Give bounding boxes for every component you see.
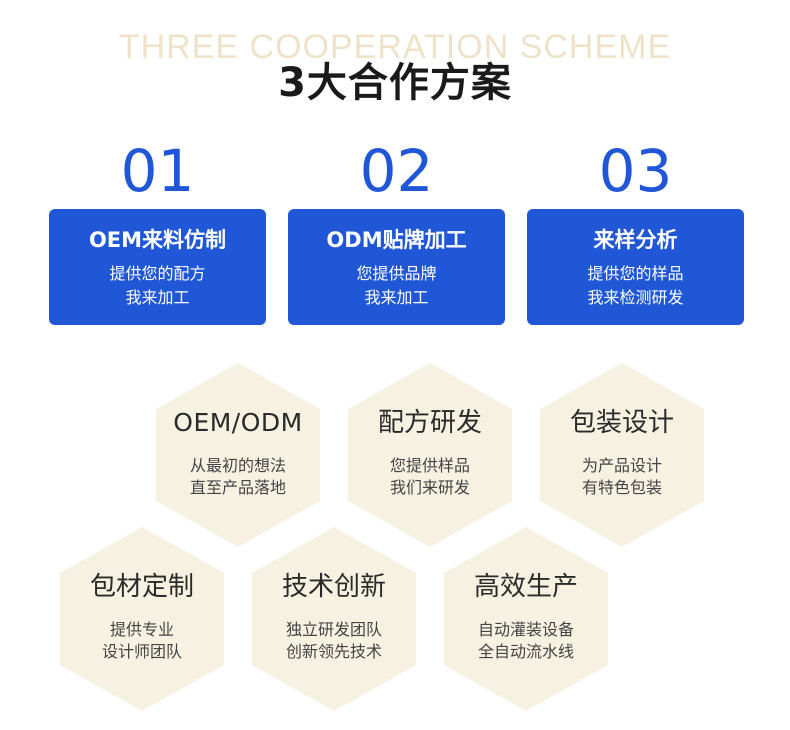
scheme-number-2: 02 bbox=[359, 137, 434, 205]
section-subtitle-en: THREE COOPERATION SCHEME bbox=[118, 28, 672, 66]
advantage-hex-formula-rd: 配方研发 您提供样品 我们来研发 bbox=[348, 363, 512, 547]
scheme-card-oem: OEM来料仿制 提供您的配方 我来加工 bbox=[49, 209, 266, 325]
scheme-card-title: OEM来料仿制 bbox=[88, 228, 227, 252]
advantage-line: 独立研发团队 bbox=[285, 620, 382, 639]
scheme-number-3: 03 bbox=[598, 137, 673, 205]
scheme-card-title: ODM贴牌加工 bbox=[326, 228, 467, 252]
advantage-hex-packaging-design: 包装设计 为产品设计 有特色包装 bbox=[540, 363, 704, 547]
advantage-title: OEM/ODM bbox=[173, 408, 303, 437]
advantage-line: 创新领先技术 bbox=[285, 642, 382, 661]
advantage-hex-tech-innovation: 技术创新 独立研发团队 创新领先技术 bbox=[252, 527, 416, 711]
scheme-card-line: 提供您的样品 bbox=[587, 264, 684, 283]
scheme-card-odm: ODM贴牌加工 您提供品牌 我来加工 bbox=[288, 209, 505, 325]
scheme-number-1: 01 bbox=[120, 137, 195, 205]
advantage-title: 包材定制 bbox=[89, 572, 194, 602]
scheme-card-line: 提供您的配方 bbox=[109, 264, 206, 283]
advantage-title: 高效生产 bbox=[473, 572, 578, 602]
advantage-title: 配方研发 bbox=[377, 408, 482, 438]
advantage-line: 提供专业 bbox=[109, 620, 174, 639]
scheme-card-sample-analysis: 来样分析 提供您的样品 我来检测研发 bbox=[527, 209, 744, 325]
scheme-card-line: 我来加工 bbox=[364, 288, 429, 307]
advantage-line: 为产品设计 bbox=[581, 456, 662, 475]
scheme-card-line: 我来检测研发 bbox=[587, 288, 684, 307]
scheme-card-line: 我来加工 bbox=[125, 288, 190, 307]
advantage-line: 全自动流水线 bbox=[477, 642, 574, 661]
advantage-line: 有特色包装 bbox=[581, 478, 662, 497]
advantage-line: 我们来研发 bbox=[389, 478, 470, 497]
advantage-line: 设计师团队 bbox=[101, 642, 182, 661]
scheme-card-line: 您提供品牌 bbox=[356, 264, 437, 283]
advantage-line: 您提供样品 bbox=[389, 456, 470, 475]
scheme-card-title: 来样分析 bbox=[593, 228, 678, 252]
advantage-title: 包装设计 bbox=[569, 408, 674, 438]
advantage-hex-material-custom: 包材定制 提供专业 设计师团队 bbox=[60, 527, 224, 711]
advantage-line: 从最初的想法 bbox=[189, 456, 286, 475]
advantage-hex-oem-odm: OEM/ODM 从最初的想法 直至产品落地 bbox=[156, 363, 320, 547]
advantage-line: 直至产品落地 bbox=[189, 478, 286, 497]
advantage-hex-efficient-production: 高效生产 自动灌装设备 全自动流水线 bbox=[444, 527, 608, 711]
section-title: 3大合作方案 bbox=[278, 60, 512, 106]
advantage-title: 技术创新 bbox=[281, 572, 386, 602]
advantage-line: 自动灌装设备 bbox=[477, 620, 574, 639]
